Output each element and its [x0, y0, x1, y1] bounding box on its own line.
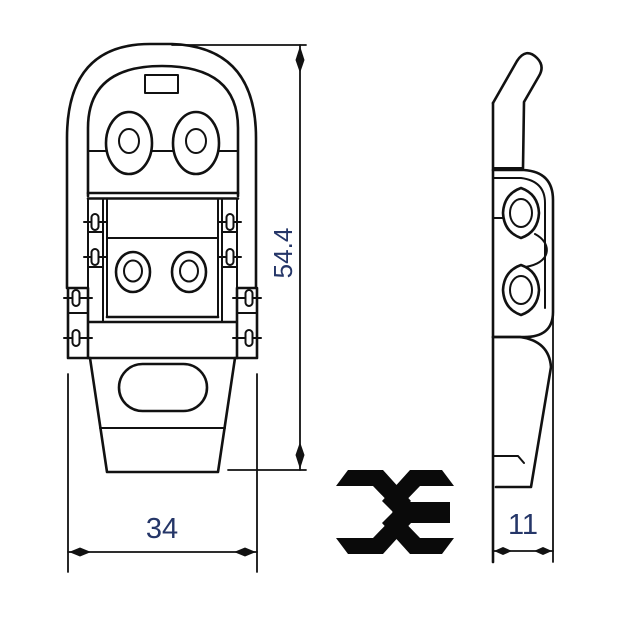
grommet-upper-left-hole: [118, 128, 140, 154]
pin: [225, 213, 235, 231]
arrowhead-right: [234, 547, 256, 557]
arrowhead-up: [295, 46, 305, 73]
logo-middle-bar: [392, 502, 450, 523]
side-bulge-inner: [492, 177, 546, 309]
arrowhead-left: [69, 547, 91, 557]
front-view: [63, 42, 262, 474]
pin: [71, 329, 81, 347]
grommet-upper-right-hole: [185, 128, 207, 154]
top-notch: [144, 74, 179, 94]
rail-pins: [83, 213, 242, 268]
dimension-depth: 11: [492, 509, 554, 555]
pin: [90, 213, 100, 231]
pin: [244, 329, 254, 347]
side-lens-lower-hole: [509, 275, 533, 305]
height-value: 54.4: [268, 228, 298, 279]
ear-pins: [63, 289, 262, 347]
x-brand-mark-icon: [336, 470, 454, 554]
arrowhead-down: [295, 442, 305, 469]
front-outer-profile: [65, 42, 258, 290]
trapezoid-slot: [117, 362, 209, 413]
front-inner-arch: [86, 64, 240, 198]
pin: [225, 248, 235, 266]
logo-right-top-arm: [382, 470, 454, 513]
dimension-height: 54.4: [171, 44, 307, 471]
depth-value: 11: [508, 509, 538, 541]
pin: [90, 248, 100, 266]
width-value: 34: [146, 513, 178, 545]
arrowhead-left: [494, 547, 512, 555]
dimension-width: 34: [67, 373, 258, 573]
grommet-lower-left-hole: [123, 259, 143, 283]
side-step-line: [492, 455, 525, 464]
side-hook: [491, 51, 543, 170]
pin: [244, 289, 254, 307]
logo-right-bottom-arm: [382, 511, 454, 554]
side-lens-upper-hole: [509, 198, 533, 228]
trapezoid-bracket: [88, 356, 237, 474]
side-bulge: [491, 168, 555, 339]
grommet-lower-right-hole: [179, 259, 199, 283]
arrowhead-right: [534, 547, 552, 555]
side-view: [491, 51, 555, 564]
side-lower-body: [491, 335, 553, 489]
pin: [71, 289, 81, 307]
